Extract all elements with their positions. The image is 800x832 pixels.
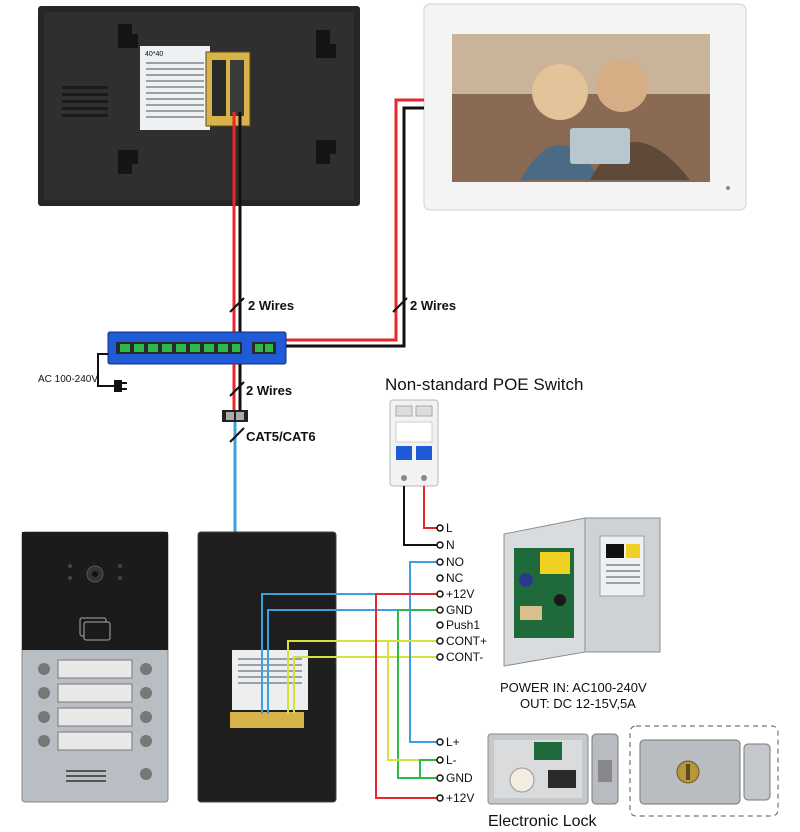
- ac-input-cable: [97, 353, 127, 392]
- wires-monitor2-label: 2 Wires: [410, 298, 456, 313]
- label-card-text: 40*40: [145, 51, 163, 58]
- breaker-switch: [389, 399, 439, 487]
- terminal-cont-plus: CONT+: [446, 634, 487, 648]
- wire-count-marks: [229, 297, 408, 443]
- wires-monitor1-label: 2 Wires: [248, 298, 294, 313]
- terminal-cont-minus: CONT-: [446, 650, 483, 664]
- terminal-no: NO: [446, 555, 464, 569]
- psu-terminal-labels: L N NO NC +12V GND Push1 CONT+ CONT-: [446, 521, 487, 664]
- lock-terminal-gnd: GND: [446, 771, 473, 785]
- wire-breaker-l: [423, 486, 438, 529]
- ac-input-label: AC 100-240V: [38, 374, 98, 385]
- terminal-push1: Push1: [446, 618, 480, 632]
- outdoor-panel-front: [21, 531, 169, 803]
- rfid-card-icon: [79, 617, 111, 641]
- lock-terminal-dots: [436, 738, 444, 802]
- terminal-12v: +12V: [446, 587, 474, 601]
- wire-switch-out: [232, 364, 242, 412]
- psu-terminal-dots: [436, 524, 444, 661]
- outdoor-camera-icon: [86, 565, 104, 583]
- indoor-monitor-back: 40*40: [38, 6, 360, 206]
- terminal-nc: NC: [446, 571, 464, 585]
- power-out-label: OUT: DC 12-15V,5A: [520, 696, 636, 711]
- lock-title: Electronic Lock: [488, 813, 597, 830]
- lock-terminal-12v: +12V: [446, 791, 474, 805]
- terminal-n: N: [446, 538, 455, 552]
- wire-breaker-n: [403, 486, 438, 546]
- wires-switch-out-label: 2 Wires: [246, 383, 292, 398]
- lock-terminal-l-plus: L+: [446, 735, 460, 749]
- distribution-board: [107, 331, 287, 365]
- switch-title: Non-standard POE Switch: [385, 375, 583, 394]
- lock-wires: [375, 561, 438, 799]
- power-in-label: POWER IN: AC100-240V: [500, 680, 647, 695]
- electronic-lock-open: [487, 733, 619, 805]
- plug-icon: [114, 380, 127, 392]
- wire-monitor-front: [286, 98, 424, 348]
- terminal-l: L: [446, 521, 453, 535]
- cat-cable-label: CAT5/CAT6: [246, 429, 316, 444]
- electronic-lock-closed: [629, 725, 779, 817]
- indoor-monitor-front: [423, 3, 747, 211]
- screw-terminal-icon: [222, 410, 248, 422]
- lock-terminal-l-minus: L-: [446, 753, 457, 767]
- terminal-gnd: GND: [446, 603, 473, 617]
- power-supply: [503, 517, 661, 667]
